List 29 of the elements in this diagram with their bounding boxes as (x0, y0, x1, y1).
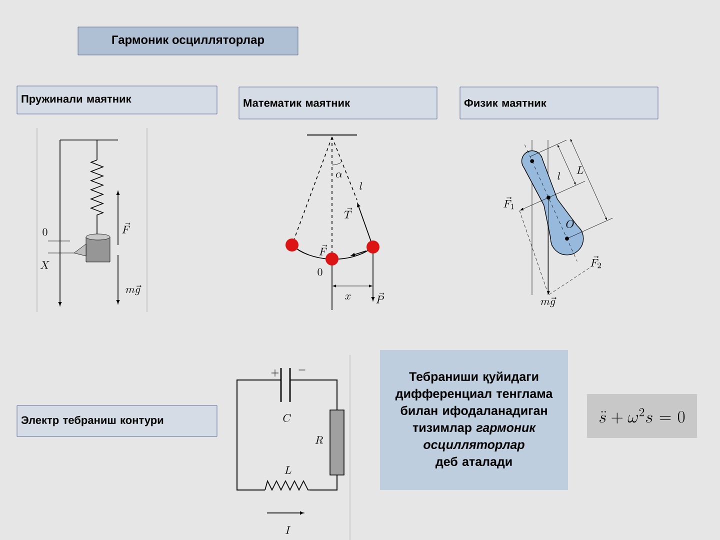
title-box: Гармоник осцилляторлар (78, 26, 298, 56)
figure-label: $\vec{F}_1$ (504, 196, 514, 210)
figure-label: $L$ (284, 466, 292, 474)
figure-label: $x$ (345, 294, 351, 300)
figure-label: $\vec{F}$ (122, 222, 130, 234)
figure-label: $\vec{P}$ (376, 292, 384, 304)
figure-label: $\vec{T}$ (344, 208, 352, 218)
figure-label: $I$ (286, 526, 291, 534)
figure-label: $R$ (315, 436, 324, 444)
figure-label: $m\vec{g}$ (540, 297, 556, 308)
heading-box: Пружинали маятник (16, 86, 218, 114)
formula-box: $\ddot{s}+\omega^{2}s=0$ (587, 394, 697, 438)
heading-box: Математик маятник (238, 86, 438, 120)
figure-label: $m\vec{g}$ (126, 285, 142, 296)
heading-box: Физик маятник (460, 86, 658, 120)
figure-label: $C$ (283, 414, 292, 422)
figure-label: $0$ (318, 268, 322, 276)
figure-label: $l$ (360, 182, 362, 190)
heading-box: Электр тебраниш контури (16, 405, 218, 437)
figure-label: $L$ (576, 166, 584, 174)
figure-label: $+$ (271, 369, 279, 377)
text-box: Тебраниши қуйидаги дифференциал тенглама билан ифодаланадиган тизимлар гармоник осцилляторлар деб аталади (380, 350, 568, 490)
figure-label: $\vec{F}_2$ (590, 256, 601, 268)
figure-label: $O$ (566, 220, 574, 228)
figure-label: $\alpha$ (336, 172, 342, 178)
figure-label: $l$ (558, 172, 560, 180)
figure-label: $0$ (42, 228, 48, 236)
figure-label: $X$ (40, 261, 50, 269)
figure-label: $\vec{F}$ (319, 244, 328, 256)
